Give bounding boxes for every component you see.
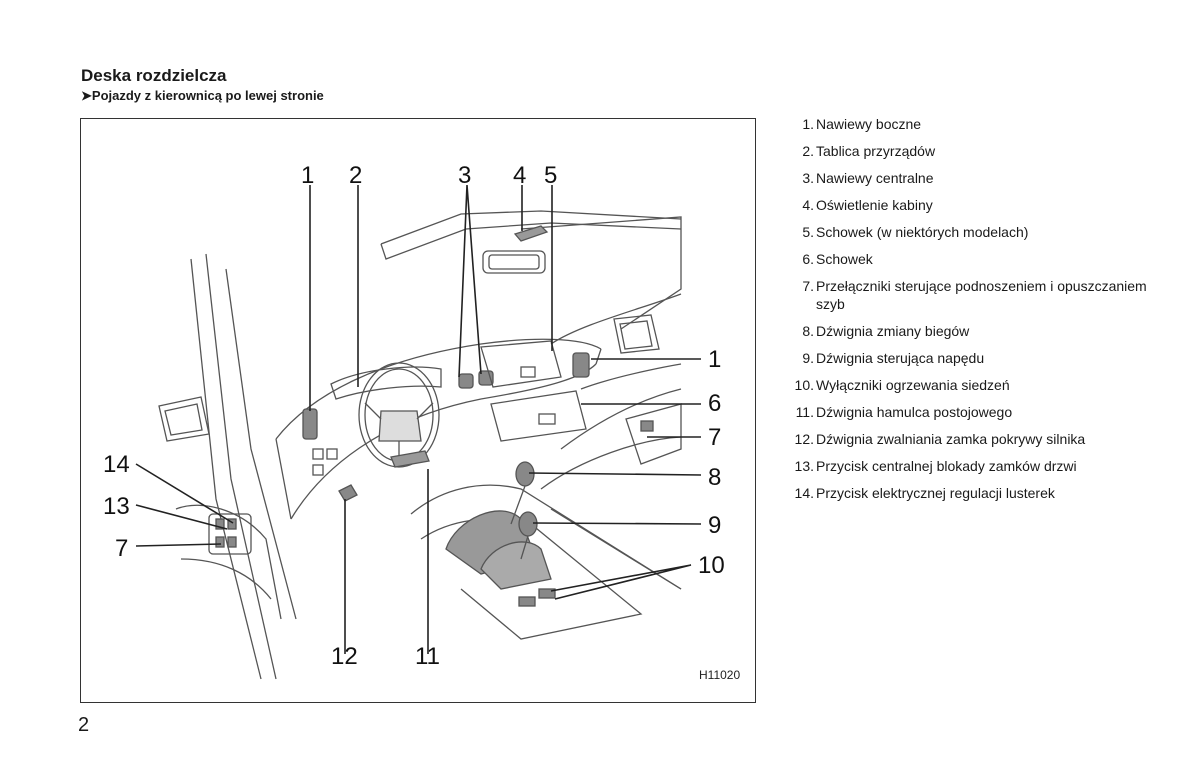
legend-text: Nawiewy centralne: [816, 170, 934, 186]
legend-item: 6.Schowek: [790, 250, 1150, 268]
component-legend: 1.Nawiewy boczne 2.Tablica przyrządów 3.…: [790, 115, 1150, 511]
callout-3: 3: [458, 162, 471, 189]
legend-number: 8.: [802, 323, 814, 339]
legend-number: 12.: [794, 431, 814, 447]
callout-14: 14: [103, 451, 130, 478]
callout-6: 6: [708, 390, 721, 417]
callout-10: 10: [698, 552, 725, 579]
legend-number: 10.: [794, 377, 814, 393]
callout-12: 12: [331, 643, 358, 670]
page-number: 2: [78, 714, 90, 736]
callout-1: 1: [301, 162, 314, 189]
legend-text: Schowek (w niektórych modelach): [816, 224, 1029, 240]
callout-13: 13: [103, 493, 130, 520]
callout-2: 2: [349, 162, 362, 189]
figure-code: H11020: [699, 668, 740, 682]
section-subtitle: ➤Pojazdy z kierownicą po lewej stronie: [81, 88, 324, 103]
legend-item: 2.Tablica przyrządów: [790, 142, 1150, 160]
callout-7-left: 7: [115, 535, 128, 562]
dashboard-drawing: 1 2 3 4 5 1 6 7 8 9 10 11 12 7 13 14 H11…: [103, 162, 740, 682]
legend-number: 14.: [794, 485, 814, 501]
legend-text: Schowek: [816, 251, 873, 267]
legend-text: Przycisk elektrycznej regulacji lusterek: [816, 485, 1055, 501]
callout-11: 11: [415, 643, 440, 670]
legend-item: 13.Przycisk centralnej blokady zamków dr…: [790, 457, 1150, 475]
callout-1-right: 1: [708, 346, 721, 373]
legend-item: 12.Dźwignia zwalniania zamka pokrywy sil…: [790, 430, 1150, 448]
legend-number: 2.: [802, 143, 814, 159]
legend-item: 4.Oświetlenie kabiny: [790, 196, 1150, 214]
page-title: Deska rozdzielcza: [81, 66, 227, 85]
legend-text: Dźwignia zmiany biegów: [816, 323, 970, 339]
legend-number: 11.: [795, 404, 814, 420]
legend-number: 3.: [802, 170, 814, 186]
legend-text: Oświetlenie kabiny: [816, 197, 933, 213]
legend-item: 8.Dźwignia zmiany biegów: [790, 322, 1150, 340]
legend-text: Przycisk centralnej blokady zamków drzwi: [816, 458, 1077, 474]
legend-item: 10.Wyłączniki ogrzewania siedzeń: [790, 376, 1150, 394]
callout-4: 4: [513, 162, 526, 189]
legend-item: 9.Dźwignia sterująca napędu: [790, 349, 1150, 367]
legend-text: Wyłączniki ogrzewania siedzeń: [816, 377, 1010, 393]
legend-number: 4.: [802, 197, 814, 213]
callout-5: 5: [544, 162, 557, 189]
legend-item: 3.Nawiewy centralne: [790, 169, 1150, 187]
legend-number: 6.: [802, 251, 814, 267]
legend-item: 5.Schowek (w niektórych modelach): [790, 223, 1150, 241]
legend-item: 7.Przełączniki sterujące podnoszeniem i …: [790, 277, 1150, 313]
callout-9: 9: [708, 512, 721, 539]
legend-text: Tablica przyrządów: [816, 143, 936, 159]
legend-number: 13.: [794, 458, 814, 474]
legend-item: 11.Dźwignia hamulca postojowego: [790, 403, 1150, 421]
legend-text: Nawiewy boczne: [816, 116, 922, 132]
callout-8: 8: [708, 464, 721, 491]
legend-item: 14.Przycisk elektrycznej regulacji luste…: [790, 484, 1150, 502]
legend-number: 9.: [802, 350, 814, 366]
legend-number: 7.: [802, 278, 814, 294]
legend-text: Przełączniki sterujące podnoszeniem i op…: [816, 278, 1147, 312]
legend-text: Dźwignia hamulca postojowego: [816, 404, 1013, 420]
legend-text: Dźwignia sterująca napędu: [816, 350, 985, 366]
legend-text: Dźwignia zwalniania zamka pokrywy silnik…: [816, 431, 1086, 447]
legend-number: 5.: [802, 224, 814, 240]
callout-7-right: 7: [708, 424, 721, 451]
legend-number: 1.: [802, 116, 814, 132]
legend-item: 1.Nawiewy boczne: [790, 115, 1150, 133]
dashboard-illustration: 1 2 3 4 5 1 6 7 8 9 10 11 12 7 13 14 H11…: [80, 118, 756, 703]
